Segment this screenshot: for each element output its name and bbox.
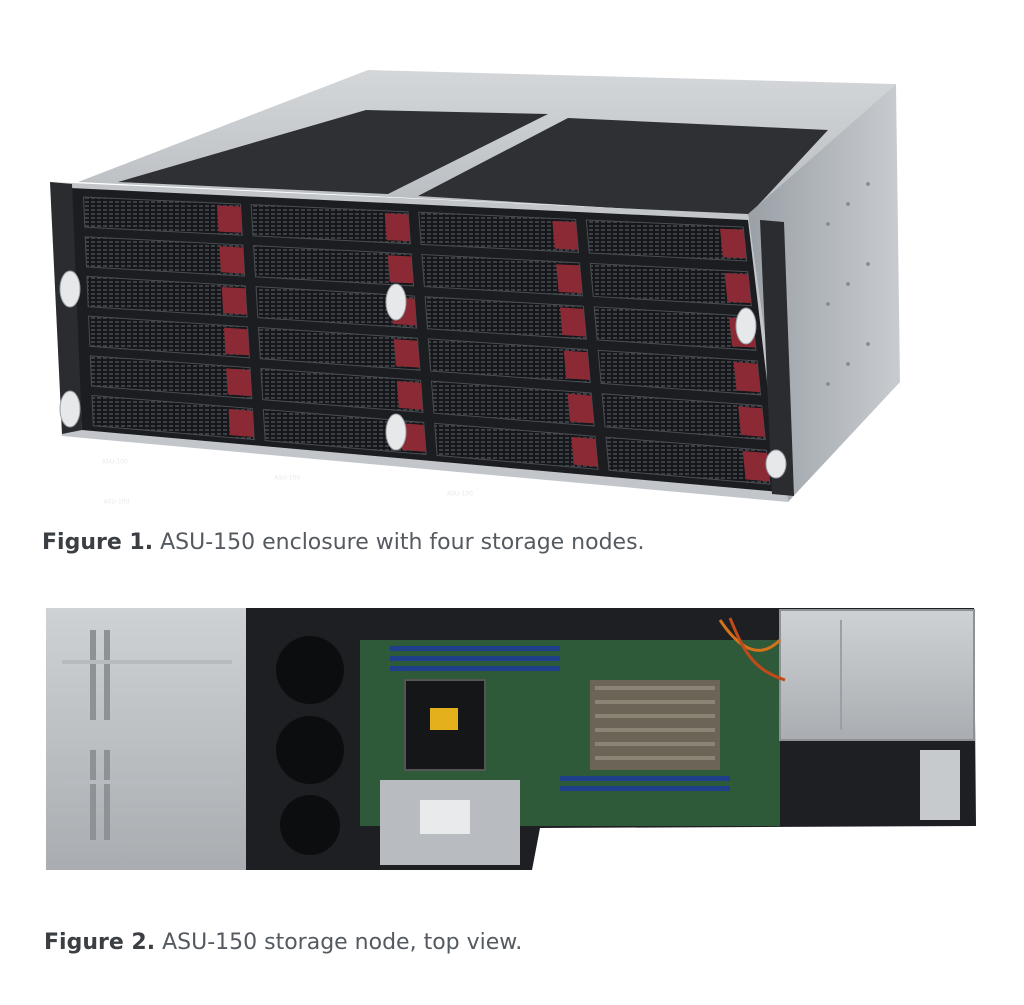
drive-label: ASU-100 (447, 491, 473, 498)
drive-handle (724, 273, 752, 303)
drive-handle (567, 393, 594, 424)
figure-2-caption: Figure 2. ASU-150 storage node, top view… (44, 930, 522, 955)
drive-bay (86, 275, 248, 318)
drive-label: ASU-100 (104, 498, 130, 505)
drive-handle (217, 205, 243, 233)
drive-handle (738, 406, 766, 437)
drive-bay (585, 219, 748, 262)
drive-label: ASU-100 (102, 459, 128, 466)
drive-handle (571, 436, 598, 467)
drive-bay (418, 211, 580, 253)
drive-bay (427, 338, 591, 384)
drive-handle (384, 213, 411, 242)
drive-bay (593, 306, 757, 351)
drive-handle (219, 246, 245, 274)
figure-1-label: Figure 1. (42, 530, 154, 555)
drive-bay (421, 253, 584, 297)
figure-1-caption-text: ASU-150 enclosure with four storage node… (160, 530, 645, 555)
drive-handle (393, 339, 420, 368)
drive-bay (589, 262, 752, 307)
drive-bay (253, 245, 415, 287)
drive-label: ASU-100 (274, 475, 300, 482)
drive-handle (228, 409, 255, 438)
drive-handle (720, 228, 747, 259)
drive-handle (387, 255, 414, 284)
drive-bay (257, 326, 421, 371)
drive-bay (83, 196, 243, 236)
drive-bay (597, 349, 762, 396)
drive-bay (262, 408, 427, 456)
drive-bay (260, 367, 424, 413)
drive-bay (88, 315, 250, 359)
figure-2-caption-text: ASU-150 storage node, top view. (162, 930, 523, 955)
drive-handle (552, 220, 579, 250)
drive-bay (84, 236, 246, 277)
drive-bay (434, 422, 599, 470)
figure-2-label: Figure 2. (44, 930, 156, 955)
storage-node-photo (46, 608, 976, 870)
drive-handle (733, 362, 761, 393)
drive-bay (424, 296, 587, 340)
drive-handle (221, 286, 247, 315)
drive-handle (223, 327, 250, 356)
drive-bay (250, 204, 411, 245)
drive-bay (89, 355, 253, 400)
enclosure-photo: ASU-100ASU-100ASU-100ASU-100ASU-100ASU-1… (50, 70, 900, 505)
drive-bay (255, 286, 418, 329)
figure-1-caption: Figure 1. ASU-150 enclosure with four st… (42, 530, 645, 555)
drive-bay (605, 436, 771, 485)
drive-handle (226, 368, 252, 397)
drive-bay (601, 393, 766, 441)
drive-handle (559, 307, 587, 337)
drive-handle (742, 450, 770, 482)
drive-bay (430, 380, 595, 427)
drive-bay (91, 394, 255, 441)
drive-handle (563, 350, 591, 380)
drive-handle (556, 264, 583, 294)
drive-handle (396, 381, 423, 410)
